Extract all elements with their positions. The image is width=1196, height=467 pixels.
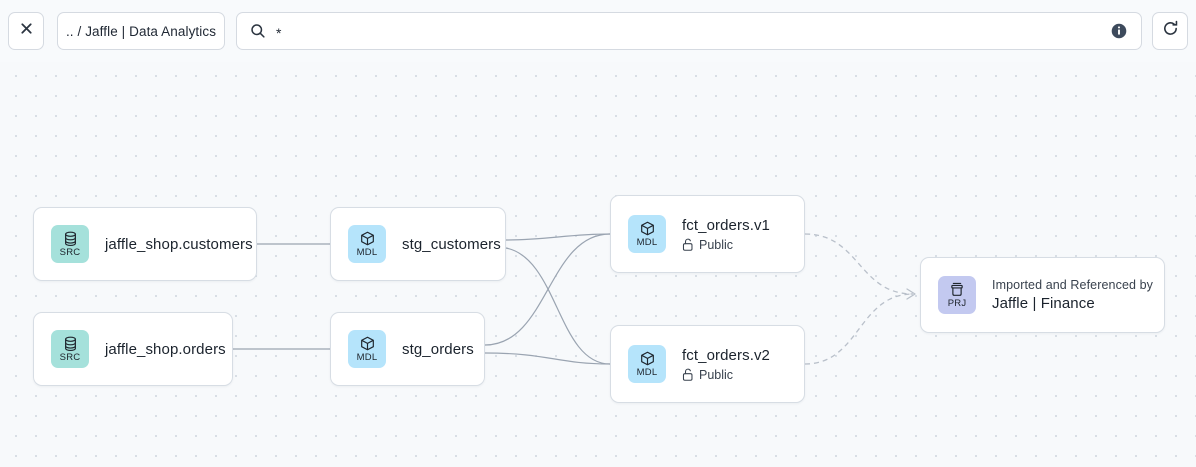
node-body: stg_customers: [402, 235, 501, 253]
node-title: Jaffle | Finance: [992, 295, 1095, 312]
node-title: stg_orders: [402, 340, 474, 358]
node-title: fct_orders.v1: [682, 216, 771, 234]
node-mdl-stg-customers[interactable]: MDL stg_customers: [330, 207, 506, 281]
node-title: jaffle_shop.customers: [105, 235, 253, 253]
node-body: fct_orders.v1 Public: [682, 217, 770, 252]
edge-stg-customers-to-fct-v2: [505, 247, 611, 365]
database-icon: [63, 335, 78, 352]
edge-arrowhead: [906, 288, 916, 300]
node-badge-label: MDL: [636, 367, 658, 378]
cube-icon: [360, 230, 375, 247]
node-badge-mdl: MDL: [628, 345, 666, 383]
node-badge-label: SRC: [59, 352, 81, 363]
edge-stg-orders-to-fct-v2: [484, 352, 611, 365]
refresh-button[interactable]: [1152, 12, 1188, 50]
search-value: *: [276, 24, 282, 41]
node-visibility-label: Public: [699, 367, 734, 382]
unlock-icon: [682, 238, 694, 251]
edge-fct-v2-to-prj-finance: [804, 293, 914, 365]
close-icon: [19, 21, 34, 41]
close-button[interactable]: [8, 12, 44, 50]
breadcrumb-button[interactable]: .. / Jaffle | Data Analytics: [57, 12, 225, 50]
search-input[interactable]: *: [236, 12, 1142, 50]
database-icon: [63, 230, 78, 247]
cube-icon: [640, 220, 655, 237]
node-badge-mdl: MDL: [348, 225, 386, 263]
node-badge-mdl: MDL: [628, 215, 666, 253]
node-badge-prj: PRJ: [938, 276, 976, 314]
node-prj-jaffle-finance[interactable]: PRJ Imported and Referenced by Jaffle | …: [920, 257, 1165, 333]
node-mdl-fct-orders-v2[interactable]: MDL fct_orders.v2 Public: [610, 325, 805, 403]
cube-icon: [360, 335, 375, 352]
refresh-icon: [1162, 20, 1179, 42]
node-body: stg_orders: [402, 340, 474, 358]
node-badge-src: SRC: [51, 225, 89, 263]
edge-stg-customers-to-fct-v1: [505, 233, 611, 241]
info-icon[interactable]: [1111, 23, 1127, 39]
node-title: jaffle_shop.orders: [105, 340, 226, 358]
node-visibility: Public: [682, 368, 770, 382]
unlock-icon: [682, 368, 694, 381]
node-title: fct_orders.v2: [682, 346, 771, 364]
node-badge-label: SRC: [59, 247, 81, 258]
node-src-jaffle-shop-customers[interactable]: SRC jaffle_shop.customers: [33, 207, 257, 281]
node-badge-label: MDL: [356, 247, 378, 258]
search-icon: [250, 23, 266, 39]
breadcrumb-label: .. / Jaffle | Data Analytics: [65, 23, 217, 39]
node-mdl-stg-orders[interactable]: MDL stg_orders: [330, 312, 485, 386]
edge-fct-v1-to-prj-finance: [804, 233, 914, 295]
node-badge-label: MDL: [356, 352, 378, 363]
node-kicker: Imported and Referenced by: [992, 278, 1154, 292]
node-body: fct_orders.v2 Public: [682, 347, 770, 382]
graph-canvas[interactable]: SRC jaffle_shop.customers SRC: [0, 62, 1196, 467]
node-body: jaffle_shop.customers: [105, 235, 253, 253]
node-badge-src: SRC: [51, 330, 89, 368]
node-mdl-fct-orders-v1[interactable]: MDL fct_orders.v1 Public: [610, 195, 805, 273]
archive-icon: [949, 281, 965, 298]
node-badge-label: MDL: [636, 237, 658, 248]
node-visibility: Public: [682, 238, 770, 252]
node-title: stg_customers: [402, 235, 501, 253]
node-visibility-label: Public: [699, 237, 734, 252]
top-toolbar: .. / Jaffle | Data Analytics *: [0, 0, 1196, 62]
node-body: Imported and Referenced by Jaffle | Fina…: [992, 278, 1154, 312]
cube-icon: [640, 350, 655, 367]
node-badge-label: PRJ: [947, 298, 967, 309]
node-src-jaffle-shop-orders[interactable]: SRC jaffle_shop.orders: [33, 312, 233, 386]
node-body: jaffle_shop.orders: [105, 340, 226, 358]
node-badge-mdl: MDL: [348, 330, 386, 368]
